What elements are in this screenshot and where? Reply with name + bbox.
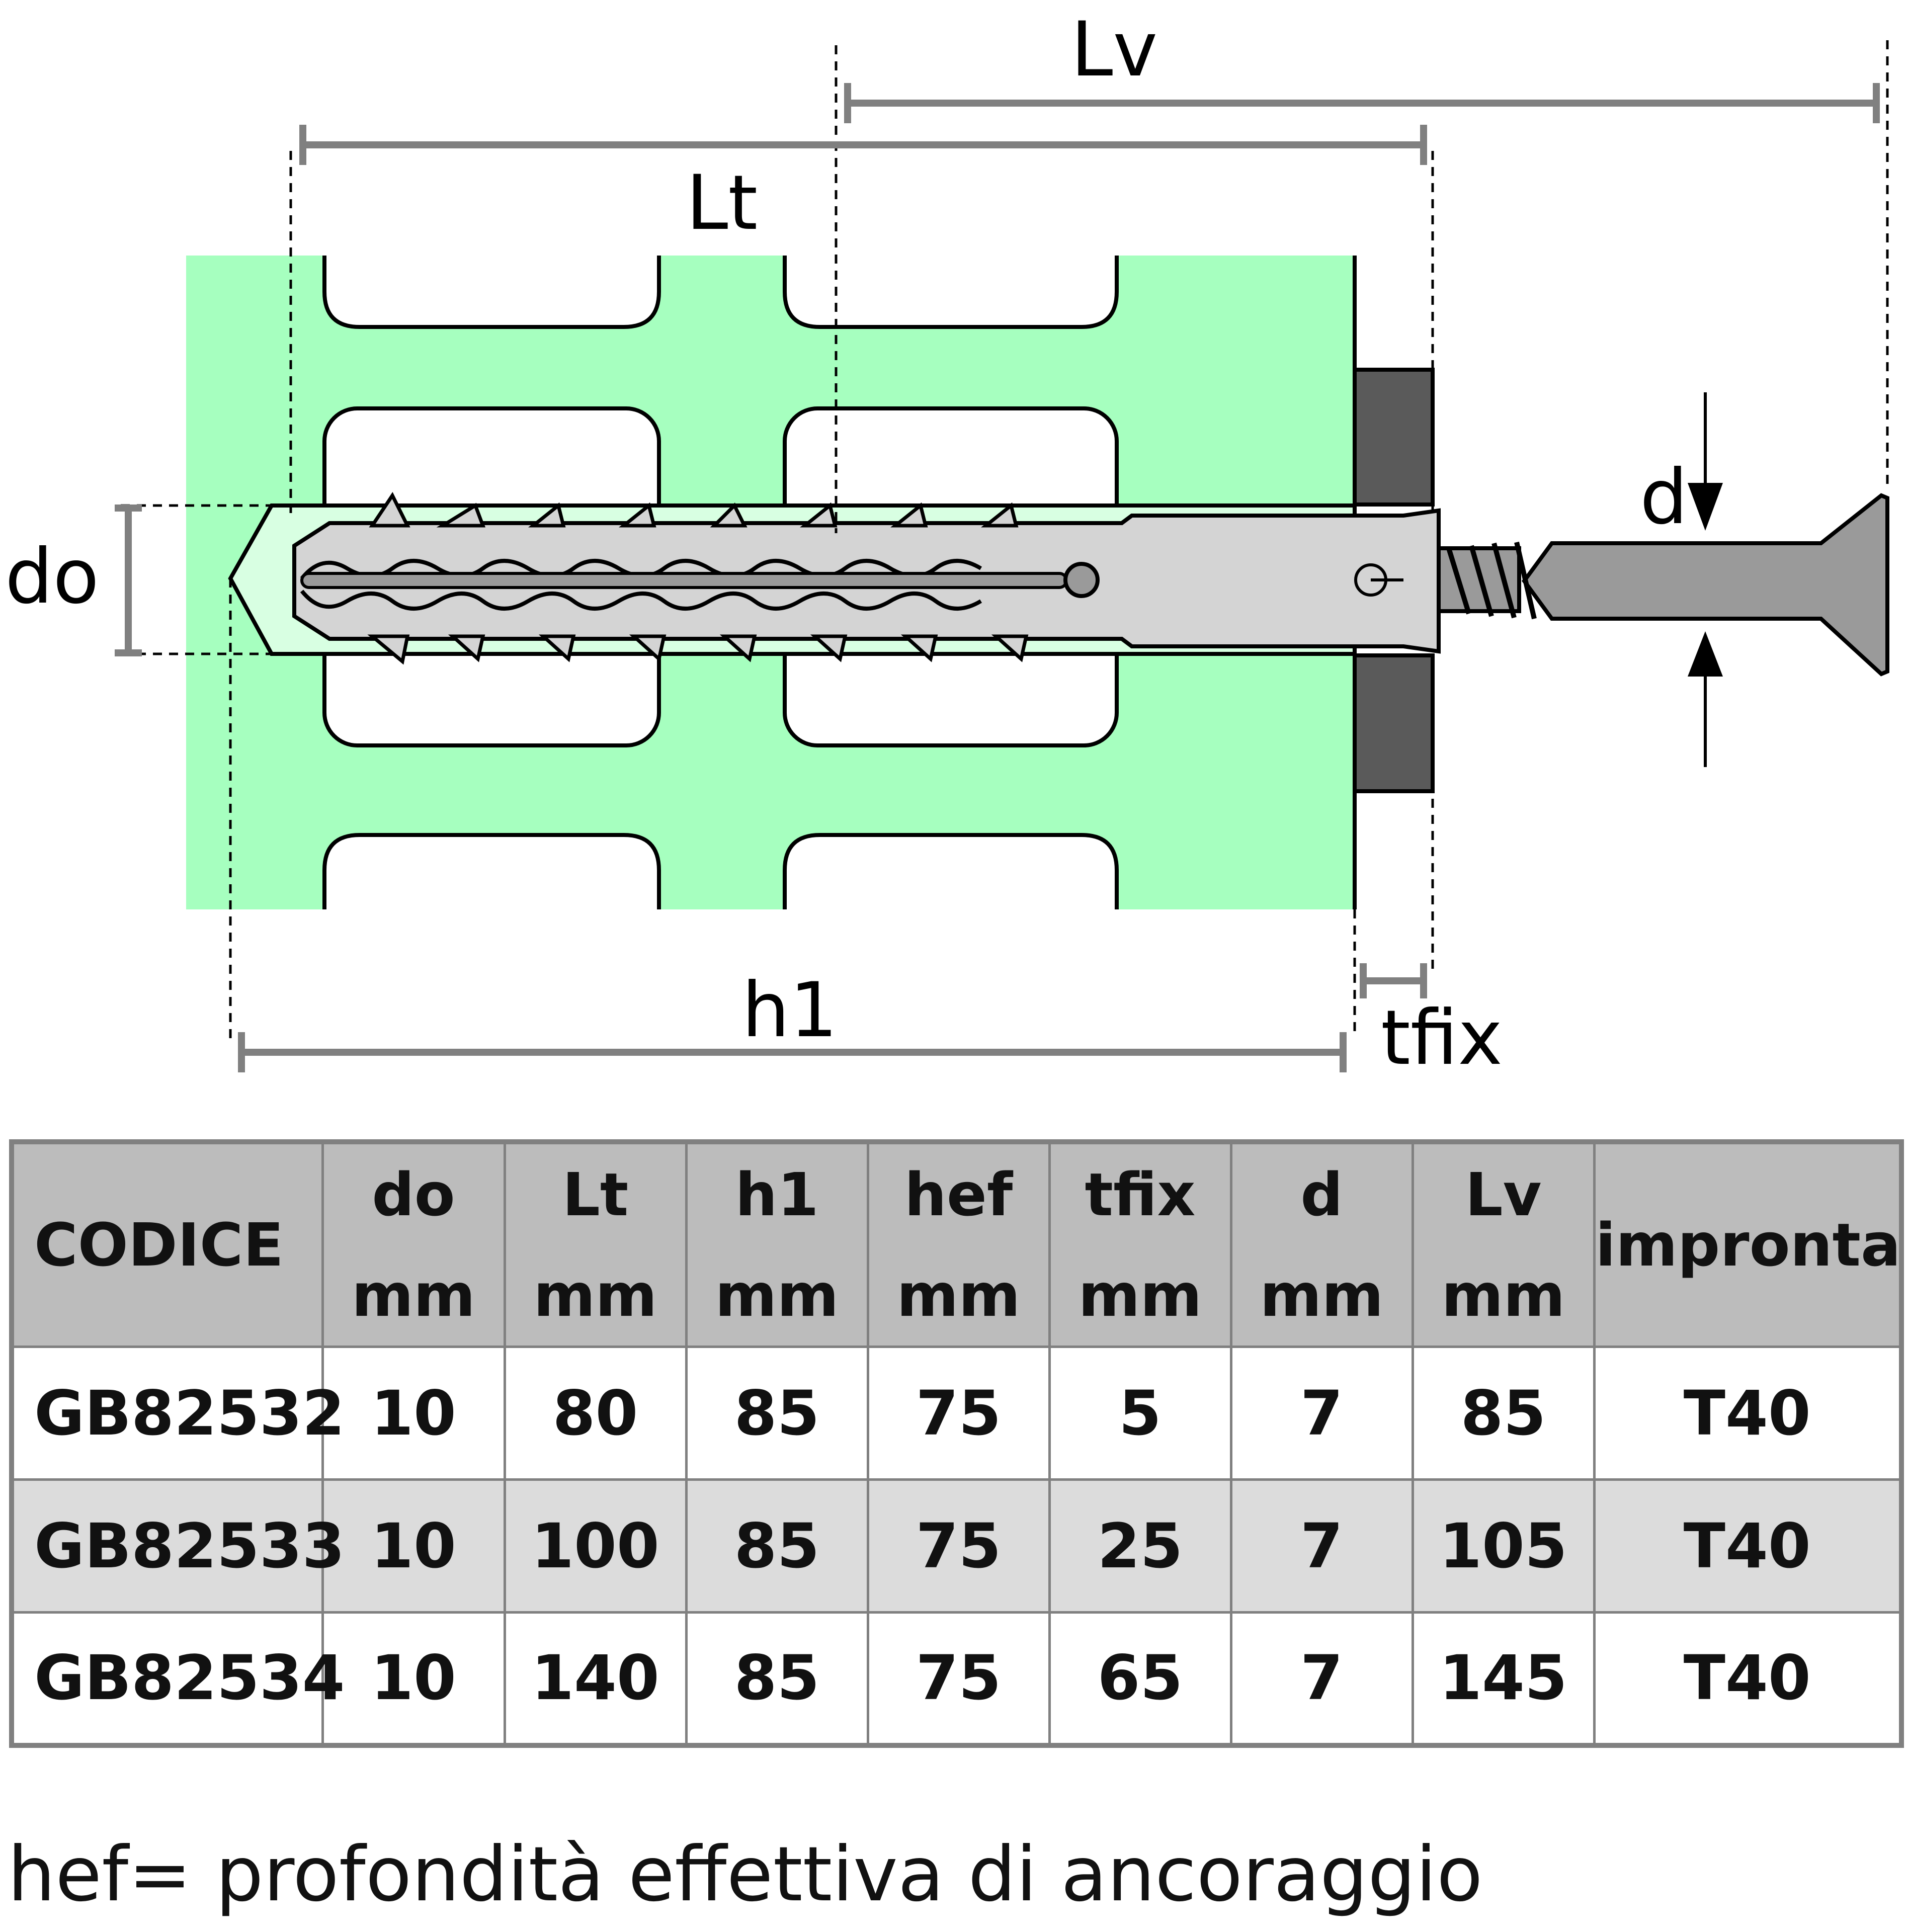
label-h1: h1	[742, 967, 838, 1054]
cell-d: 7	[1229, 1478, 1414, 1614]
cell-h1: 85	[685, 1478, 869, 1614]
cell-hef: 75	[866, 1478, 1051, 1614]
label-d: d	[1640, 454, 1688, 541]
dimension-lines	[115, 83, 1880, 1072]
cell-do: 10	[321, 1478, 506, 1614]
cell-lv: 145	[1411, 1611, 1596, 1746]
extension-lines	[121, 40, 1889, 1041]
cell-impronta: T40	[1593, 1478, 1903, 1614]
cell-h1: 85	[685, 1346, 869, 1481]
cell-h1: 85	[685, 1611, 869, 1746]
cell-codice: GB82533	[10, 1478, 345, 1614]
cell-lv: 105	[1411, 1478, 1596, 1614]
cell-tfix: 65	[1048, 1611, 1232, 1746]
cell-codice: GB82534	[10, 1611, 345, 1746]
cell-do: 10	[321, 1611, 506, 1746]
d-arrows	[1688, 392, 1723, 767]
cell-d: 7	[1229, 1346, 1414, 1481]
footnote: hef= profondità effettiva di ancoraggio	[8, 1831, 1483, 1918]
cell-hef: 75	[866, 1611, 1051, 1746]
label-lt: Lt	[686, 159, 758, 247]
header-impronta: impronta	[1593, 1140, 1903, 1348]
label-do: do	[5, 533, 99, 621]
cell-impronta: T40	[1593, 1346, 1903, 1481]
table-row: GB82534 10 140 85 75 65 7 145 T40	[10, 1611, 1903, 1746]
cell-lt: 100	[503, 1478, 688, 1614]
cell-lt: 80	[503, 1346, 688, 1481]
cell-d: 7	[1229, 1611, 1414, 1746]
table-row: GB82533 10 100 85 75 25 7 105 T40	[10, 1478, 1903, 1614]
anchor-diagram: Lv Lt do d h1 tfix	[5, 6, 1889, 1076]
cell-hef: 75	[866, 1346, 1051, 1481]
cell-tfix: 25	[1048, 1478, 1232, 1614]
label-tfix: tfix	[1381, 994, 1503, 1076]
cell-lt: 140	[503, 1611, 688, 1746]
table-row: GB82532 10 80 85 75 5 7 85 T40	[10, 1346, 1903, 1481]
label-lv: Lv	[1071, 6, 1157, 94]
cell-codice: GB82532	[10, 1346, 345, 1481]
cell-impronta: T40	[1593, 1611, 1903, 1746]
fixture-plate	[1353, 368, 1435, 793]
cell-do: 10	[321, 1346, 506, 1481]
cell-lv: 85	[1411, 1346, 1596, 1481]
header-codice: CODICE	[10, 1140, 324, 1348]
anchor-sleeve	[292, 492, 1441, 665]
cell-tfix: 5	[1048, 1346, 1232, 1481]
